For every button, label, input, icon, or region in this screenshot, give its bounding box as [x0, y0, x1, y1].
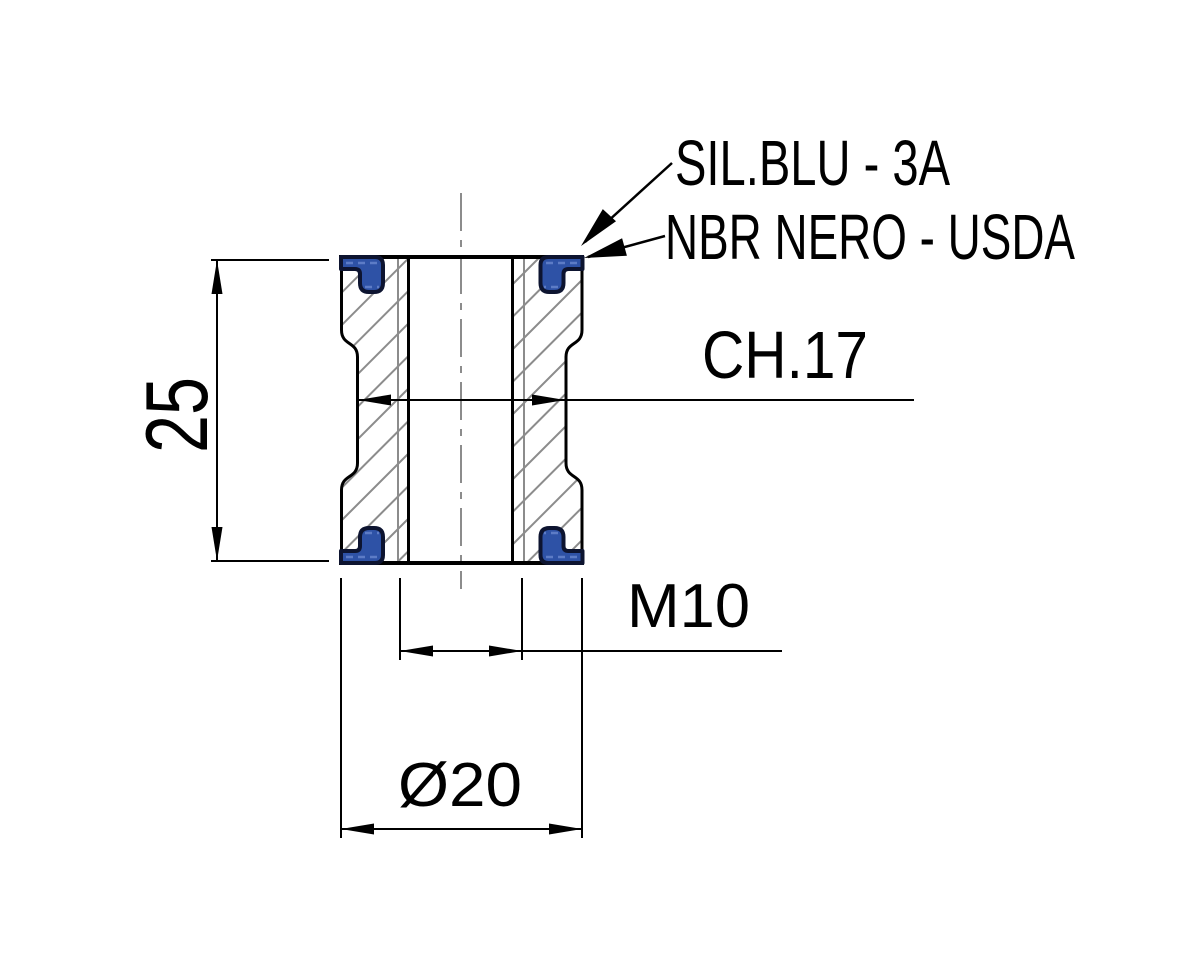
dimension-thread-label: M10 — [627, 572, 750, 641]
seal-top-right — [538, 255, 585, 294]
seal-top-left — [339, 255, 385, 294]
arrowhead-down — [211, 527, 223, 561]
seal-highlight-top-right — [544, 261, 577, 289]
arrowhead-left — [341, 823, 374, 835]
right-wall-hatch — [513, 257, 582, 563]
seal-highlight-bottom-left — [346, 531, 379, 559]
dimension-hex: CH.17 — [358, 318, 914, 406]
leader-arrowhead — [581, 209, 616, 246]
seal-bottom-left — [339, 526, 385, 565]
seals — [339, 255, 585, 565]
right-profile — [564, 257, 584, 563]
leader-arrowhead — [584, 238, 627, 258]
dimension-outer-diameter: Ø20 — [340, 578, 583, 838]
hatching — [341, 257, 582, 563]
left-profile — [340, 257, 359, 563]
dimension-outer-diameter-label: Ø20 — [398, 751, 522, 820]
seal-highlight-bottom-right — [544, 531, 577, 559]
dimension-thread: M10 — [399, 572, 782, 660]
dimension-hex-label: CH.17 — [702, 318, 868, 393]
arrowhead-right — [489, 645, 522, 657]
dimension-height: 25 — [127, 259, 329, 562]
arrowhead-right — [549, 823, 582, 835]
callout-silicone: SIL.BLU - 3A — [581, 127, 950, 246]
callout-nbr: NBR NERO - USDA — [584, 201, 1075, 273]
seal-highlight-top-left — [346, 261, 379, 289]
arrowhead-right — [532, 394, 565, 406]
seal-bottom-right — [538, 526, 585, 565]
left-wall-hatch — [341, 257, 408, 563]
callout-silicone-label: SIL.BLU - 3A — [675, 127, 950, 199]
dimension-height-label: 25 — [127, 377, 226, 453]
arrowhead-up — [211, 260, 223, 294]
arrowhead-left — [358, 394, 391, 406]
callout-nbr-label: NBR NERO - USDA — [665, 201, 1075, 273]
arrowhead-left — [400, 645, 433, 657]
